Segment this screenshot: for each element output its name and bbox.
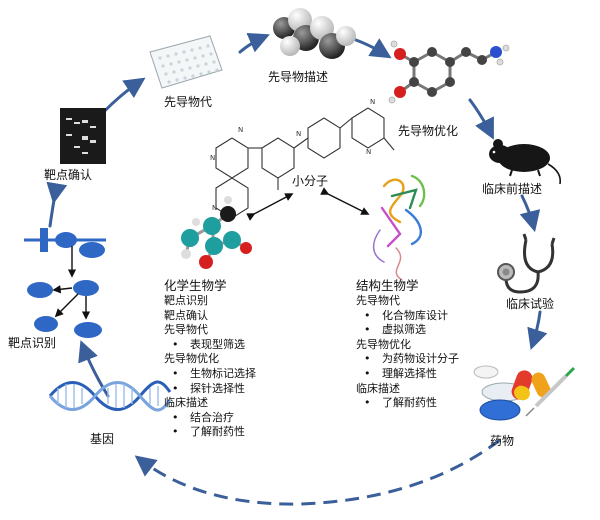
svg-text:N: N <box>210 154 215 162</box>
cycle-arc-lead-generation-to-discovery <box>238 32 270 54</box>
svg-text:N: N <box>238 126 243 134</box>
cycle-arc-discovery-to-optimization <box>354 38 392 59</box>
label-lead-discovery: 先导物描述 <box>268 70 329 84</box>
label-gene: 基因 <box>90 432 115 446</box>
label-small-molecule: 小分子 <box>292 174 329 188</box>
pills-and-syringe-icon <box>473 365 576 421</box>
label-preclinical: 临床前描述 <box>482 182 543 196</box>
cycle-arrows <box>46 32 548 398</box>
center-double-arrows <box>246 187 370 221</box>
list-heading-item: 先导物优化 <box>164 352 219 366</box>
list-heading-item: 先导物代 <box>164 323 208 337</box>
cycle-arc-preclinical-to-clinical <box>519 194 541 233</box>
list-heading-item: 临床描述 <box>356 381 400 395</box>
chemical-biology-panel: 化学生物学 靶点识别靶点确认先导物代表现型筛选先导物优化生物标记选择探针选择性临… <box>164 278 256 440</box>
list-heading-item: 靶点确认 <box>164 308 208 322</box>
structural-biology-panel: 结构生物学 先导物代化合物库设计虚拟筛选先导物优化为药物设计分子理解选择性临床描… <box>356 278 459 411</box>
dna-helix-icon <box>48 380 172 412</box>
label-clinical-trial: 临床试验 <box>506 297 555 311</box>
list-bullet-item: 表现型筛选 <box>164 338 256 353</box>
list-bullet-item: 理解选择性 <box>356 367 459 382</box>
target-pathway-icon <box>24 228 106 338</box>
chemical-biology-title: 化学生物学 <box>164 278 227 293</box>
ligand-3d-icon <box>181 196 252 269</box>
list-bullet-item: 生物标记选择 <box>164 367 256 382</box>
list-bullet-item: 为药物设计分子 <box>356 352 459 367</box>
chemical-biology-list: 靶点识别靶点确认先导物代表现型筛选先导物优化生物标记选择探针选择性临床描述结合治… <box>164 294 256 440</box>
list-heading-item: 先导物代 <box>356 294 400 307</box>
gel-electrophoresis-icon <box>60 108 106 164</box>
list-bullet-item: 了解耐药性 <box>356 396 459 411</box>
label-lead-generation: 先导物代 <box>164 95 213 109</box>
stethoscope-icon <box>497 233 556 294</box>
label-target-validation: 靶点确认 <box>44 168 93 182</box>
list-bullet-item: 了解耐药性 <box>164 425 256 440</box>
list-bullet-item: 虚拟筛选 <box>356 323 459 338</box>
list-bullet-item: 探针选择性 <box>164 382 256 397</box>
small-molecule-structure: N N N N N N <box>210 98 395 219</box>
structural-biology-list: 先导物代化合物库设计虚拟筛选先导物优化为药物设计分子理解选择性临床描述了解耐药性 <box>356 294 459 411</box>
structural-biology-title: 结构生物学 <box>356 278 419 293</box>
svg-text:N: N <box>370 98 375 106</box>
label-lead-optimization: 先导物优化 <box>398 124 459 138</box>
cycle-arc-clinical-to-drug <box>527 310 548 350</box>
list-heading-item: 临床描述 <box>164 396 208 410</box>
label-target-identification: 靶点识别 <box>8 336 57 350</box>
cycle-arc-gene-to-target-id <box>78 340 110 398</box>
svg-text:N: N <box>366 148 371 156</box>
list-bullet-item: 化合物库设计 <box>356 309 459 324</box>
mouse-icon <box>489 139 562 185</box>
cycle-arc-drug-to-gene-dashed <box>134 438 501 506</box>
cycle-arc-target-id-to-validation <box>46 181 68 228</box>
microplate-icon <box>149 35 223 89</box>
label-drug: 药物 <box>490 434 515 448</box>
svg-text:N: N <box>296 130 301 138</box>
list-bullet-item: 结合治疗 <box>164 411 256 426</box>
svg-text:N: N <box>212 204 217 212</box>
ball-stick-molecule-icon <box>388 40 510 104</box>
cycle-arc-optimization-to-preclinical <box>468 98 494 140</box>
list-heading-item: 靶点识别 <box>164 294 208 307</box>
protein-ribbon-icon <box>372 174 426 281</box>
molecule-3d-icon <box>273 8 356 59</box>
list-heading-item: 先导物优化 <box>356 337 411 351</box>
